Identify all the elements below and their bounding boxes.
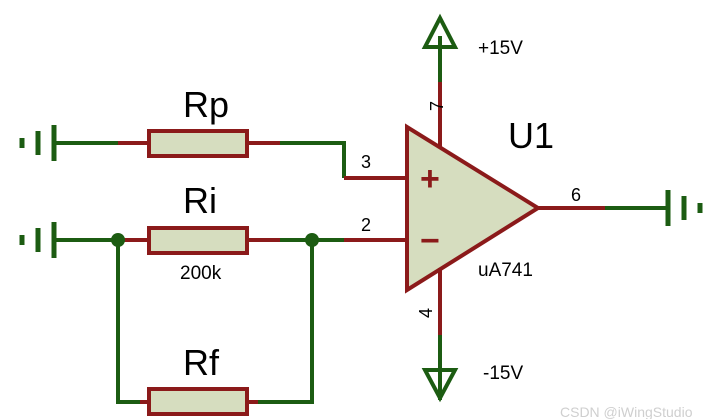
pin4-number: 4: [416, 308, 436, 318]
vminus-label: -15V: [483, 363, 523, 384]
ground-symbol-output: [665, 190, 703, 226]
vplus-label: +15V: [478, 38, 523, 59]
opamp-triangle: [405, 123, 542, 294]
opamp-plus-sign: +: [420, 160, 440, 198]
vplus-arrow-icon: [421, 13, 459, 49]
wire-rf-right: [247, 240, 314, 404]
ri-label: Ri: [183, 180, 217, 221]
ground-symbol-ri: [19, 222, 57, 258]
resistor-ri: [147, 226, 249, 255]
rf-label: Rf: [183, 342, 220, 383]
pin6-number: 6: [571, 185, 581, 205]
opamp-ref-label: U1: [508, 115, 554, 156]
vminus-arrow-icon: [421, 368, 459, 403]
pin3-number: 3: [361, 152, 371, 172]
wire-rf-left: [116, 240, 149, 404]
pin7-number: 7: [427, 101, 447, 111]
wire-rp-to-pin3: [280, 141, 346, 178]
rp-label: Rp: [183, 84, 229, 125]
ri-value: 200k: [180, 263, 222, 284]
resistor-rp: [147, 129, 249, 158]
watermark: CSDN @iWingStudio: [560, 404, 693, 419]
junction-left: [111, 233, 125, 247]
opamp-minus-sign: −: [420, 222, 440, 260]
resistor-rf: [147, 387, 249, 416]
junction-right: [305, 233, 319, 247]
pin2-number: 2: [361, 215, 371, 235]
opamp-part-label: uA741: [478, 260, 533, 281]
ground-symbol-rp: [19, 125, 57, 161]
